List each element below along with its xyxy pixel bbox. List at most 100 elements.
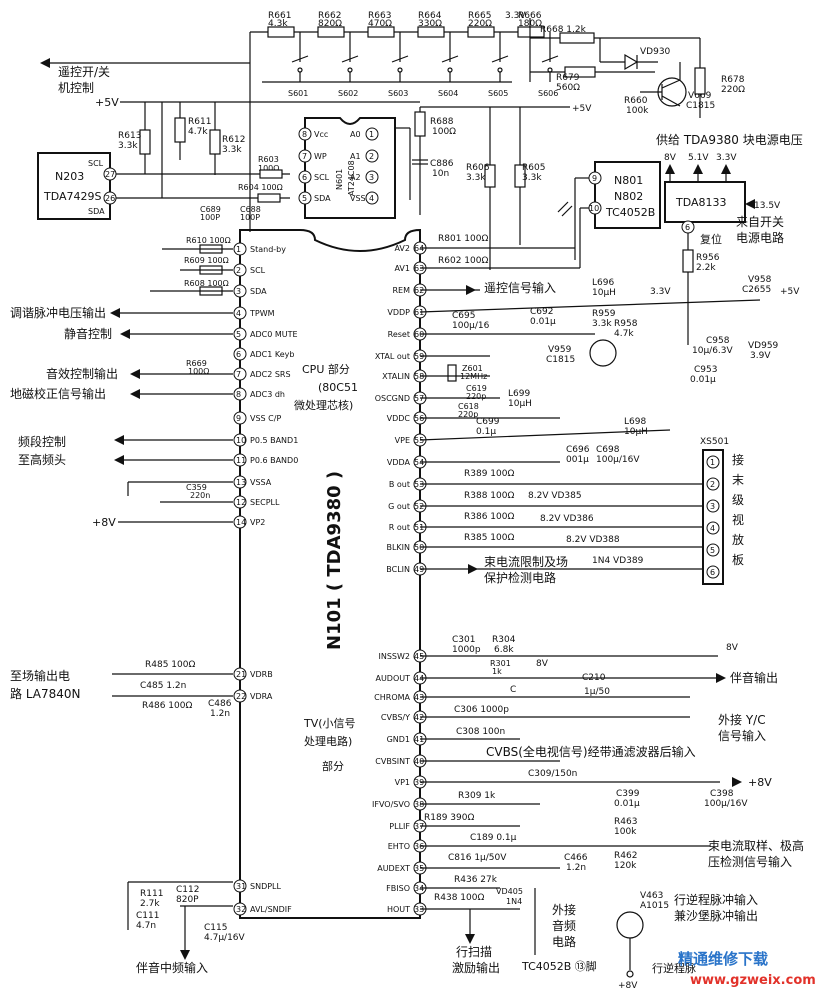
key-resistor-ref: R664 (418, 11, 442, 21)
pin-number: 21 (236, 670, 246, 679)
c306-label: C306 1000p (454, 705, 509, 715)
c111-label: C111 (136, 911, 159, 921)
pin-number: 8 (236, 390, 241, 399)
c695-label: C695 (452, 311, 475, 321)
r678-label: R678 (721, 75, 745, 85)
p5v-left-label: +5V (95, 96, 119, 109)
xs501-label-char: 板 (732, 553, 744, 567)
pin-number: 7 (236, 370, 241, 379)
n601-part: AT24C08 (347, 160, 356, 196)
pin-number: 59 (414, 352, 424, 361)
p5v-r-label: +5V (780, 287, 800, 297)
pin-label: SNDPLL (250, 882, 282, 891)
c688-label: C688 (240, 205, 261, 214)
pin-number: 39 (414, 778, 424, 787)
pin-label: P0.6 BAND0 (250, 456, 298, 465)
r610-label: R610 100Ω (186, 236, 231, 245)
c359-value: 220n (190, 491, 210, 500)
pin-label: AV2 (394, 244, 410, 253)
n601-name: N601 (335, 169, 344, 190)
v959-label: V959 (548, 345, 572, 355)
remote-onoff-label: 遥控开/关 (58, 65, 110, 79)
pin-label: VDDC (387, 414, 411, 423)
v959-part: C1815 (546, 355, 575, 365)
key-ladder: R6614.3kS601R662820ΩS602R663470ΩS603R664… (249, 11, 745, 232)
key-switch-label: S601 (288, 89, 308, 98)
c112-value: 820P (176, 895, 199, 905)
r605-value: 3.3k (522, 173, 542, 183)
v958-label: V958 (748, 275, 772, 285)
pin-label: CHROMA (374, 693, 410, 702)
r958-label: R958 (614, 319, 638, 329)
c816-label: C816 1μ/50V (448, 853, 507, 863)
pin-label: Vcc (314, 130, 328, 139)
pin-number: 8 (302, 130, 307, 139)
pin-label: ADC0 MUTE (250, 330, 298, 339)
pin-label: WP (314, 152, 327, 161)
ext-audio-label-2: 音频 (552, 918, 576, 933)
pin-number: 55 (414, 436, 424, 445)
pin-number: 3 (710, 502, 715, 511)
audio-out-label: 伴音输出 (730, 670, 778, 685)
p8v-left-label: +8V (92, 516, 116, 529)
p8v-bottom-label: +8V (618, 981, 638, 991)
l699-value: 10μH (508, 399, 532, 409)
xs501-label-char: 末 (732, 473, 744, 487)
vd959-label: VD959 (748, 341, 779, 351)
r462-value: 120k (614, 861, 637, 871)
vd405-part: 1N4 (506, 897, 522, 906)
r486-label: R486 100Ω (142, 701, 192, 711)
r959-value: 3.3k (592, 319, 612, 329)
r660-value: 100k (626, 106, 649, 116)
pin-label: SCL (314, 173, 330, 182)
pin-number: 13 (236, 478, 246, 487)
tuning-pulse-label: 调谐脉冲电压输出 (10, 305, 106, 320)
r612-value: 3.3k (222, 145, 242, 155)
beam-sample-label-2: 压检测信号输入 (708, 854, 792, 869)
v8-a-label: 8V (536, 659, 549, 669)
ext-yc-label: 外接 Y/C (718, 712, 766, 727)
c-label: C (510, 685, 516, 695)
n801-name: N801 (614, 174, 643, 187)
pin-label: Reset (388, 330, 410, 339)
pin-number: 32 (236, 905, 246, 914)
ic-tda8133: 供给 TDA9380 块电源电压 8V 5.1V 3.3V TDA8133 13… (656, 133, 803, 345)
tda8133-src-2: 电源电路 (736, 230, 784, 245)
r606-label: R606 (466, 163, 490, 173)
pin-number: 62 (414, 286, 424, 295)
pin-label: SCL (250, 266, 266, 275)
key-switch-label: S604 (438, 89, 458, 98)
c886-label: C886 (430, 159, 454, 169)
c486-label: C486 (208, 699, 232, 709)
c466-value: 1.2n (566, 863, 586, 873)
pin-number: 3 (236, 287, 241, 296)
xs501-label-char: 接 (732, 452, 744, 467)
pin-number: 6 (236, 350, 241, 359)
flyback-label-2: 兼沙堡脉冲输出 (674, 908, 758, 923)
key-resistor-value: 820Ω (318, 19, 342, 29)
pin-number: 53 (414, 480, 424, 489)
remote-onoff-label-2: 机控制 (58, 81, 94, 95)
pin-number: 5 (710, 546, 715, 555)
pin-number: 38 (414, 800, 424, 809)
c958-value: 10μ/6.3V (692, 346, 734, 356)
pin-number: 1 (710, 458, 715, 467)
key-resistor-ref: R666 (518, 11, 542, 21)
r613-label: R613 (118, 131, 141, 141)
key-switch-label: S606 (538, 89, 558, 98)
key-switch-label: S605 (488, 89, 508, 98)
field-out-label-2: 路 LA7840N (10, 686, 81, 701)
tv-part-label-3: 部分 (322, 759, 344, 773)
r801-label: R801 100Ω (438, 234, 488, 244)
key-resistor-ref: R665 (468, 11, 491, 21)
pin-label: VP2 (250, 518, 265, 527)
